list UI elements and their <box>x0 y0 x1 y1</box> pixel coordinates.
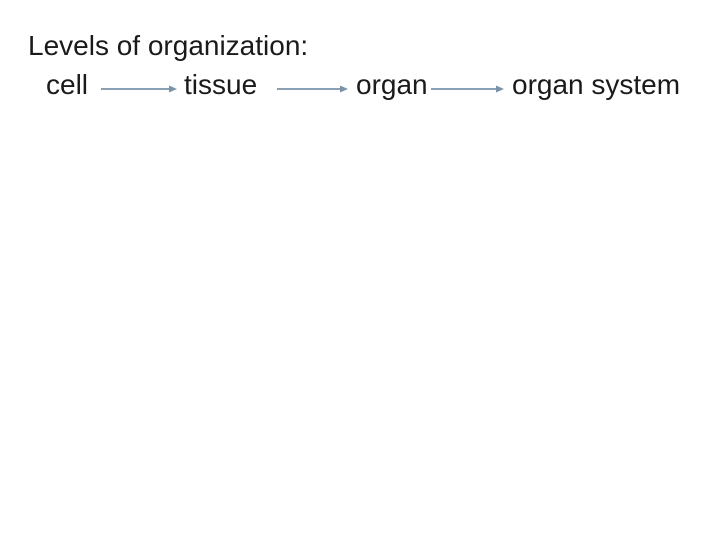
arrow-head <box>169 85 177 93</box>
arrow-right-icon <box>101 85 177 93</box>
arrow-head <box>340 85 348 93</box>
arrow-right-icon <box>277 85 348 93</box>
arrow-right-icon <box>431 85 504 93</box>
level-cell: cell <box>46 69 89 100</box>
arrow-head <box>496 85 504 93</box>
level-tissue: tissue <box>184 69 258 100</box>
level-organ: organ <box>356 69 428 100</box>
level-organ-system: organ system <box>512 69 681 100</box>
slide-title: Levels of organization: <box>28 30 309 61</box>
